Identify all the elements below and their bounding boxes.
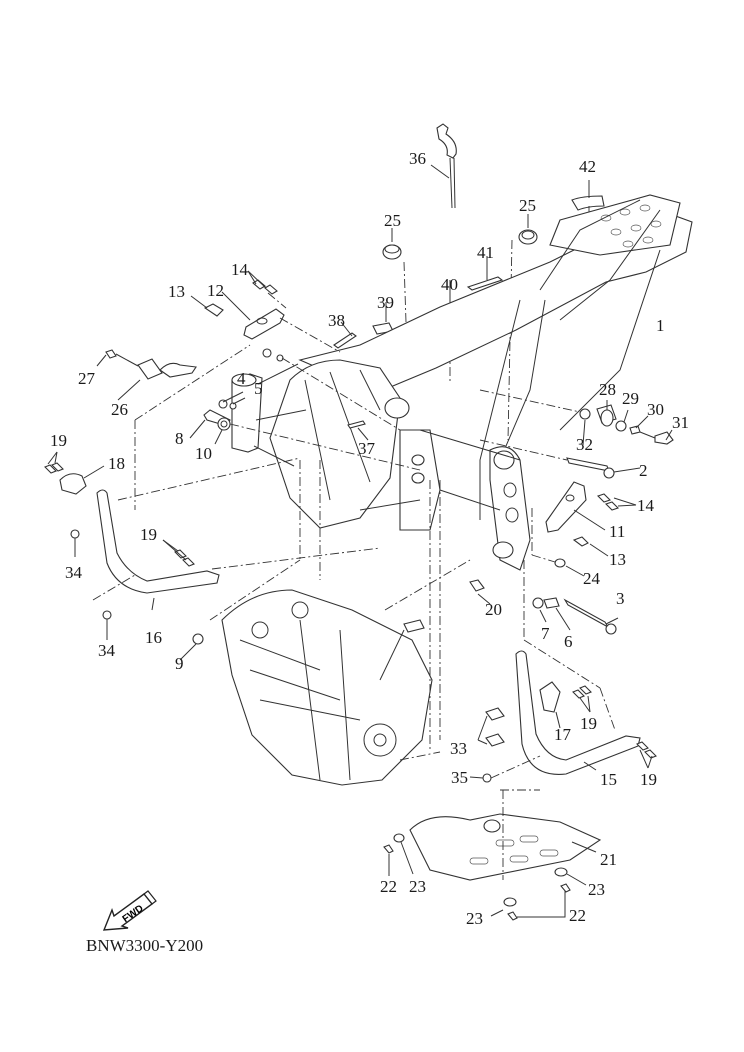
helmet-hook-part <box>96 349 197 401</box>
swingarm-pivot-parts <box>469 560 619 731</box>
callout-27: 27 <box>78 369 95 388</box>
engine-outline <box>179 460 471 786</box>
callout-28: 28 <box>599 380 616 399</box>
upper-left-bracket <box>190 270 341 353</box>
callout-10: 10 <box>195 444 212 463</box>
callout-17: 17 <box>554 725 571 744</box>
callout-19-left: 19 <box>50 431 67 450</box>
grommet-right <box>507 214 538 441</box>
callout-35: 35 <box>451 768 468 787</box>
cable-tie-part <box>430 123 457 209</box>
callout-15: 15 <box>600 770 617 789</box>
right-footrest-bracket <box>531 481 637 577</box>
front-mount-fasteners <box>189 348 421 471</box>
callout-1: 1 <box>656 316 665 335</box>
callout-8: 8 <box>175 429 184 448</box>
callout-34-lower: 34 <box>98 641 115 660</box>
callout-22-left: 22 <box>380 877 397 896</box>
main-frame <box>231 194 693 571</box>
callout-21: 21 <box>600 850 617 869</box>
callout-19-far-right: 19 <box>640 770 657 789</box>
callout-41: 41 <box>477 243 494 262</box>
callout-29: 29 <box>622 389 639 408</box>
callout-18: 18 <box>108 454 125 473</box>
callout-25-right: 25 <box>519 196 536 215</box>
drawing-code: BNW3300-Y200 <box>86 936 204 955</box>
callout-13-upper: 13 <box>168 282 185 301</box>
callout-23-left: 23 <box>409 877 426 896</box>
callout-40: 40 <box>441 275 458 294</box>
callout-38: 38 <box>328 311 345 330</box>
right-guard-bar <box>469 650 657 791</box>
callout-32: 32 <box>576 435 593 454</box>
callout-25-left: 25 <box>384 211 401 230</box>
callout-23-bottom: 23 <box>466 909 483 928</box>
callout-34-upper: 34 <box>65 563 82 582</box>
callout-30: 30 <box>647 400 664 419</box>
forward-direction-arrow-icon: FWD <box>102 890 157 931</box>
callout-23-right: 23 <box>588 880 605 899</box>
callout-12: 12 <box>207 281 224 300</box>
callout-42: 42 <box>579 157 596 176</box>
callout-14-upper: 14 <box>231 260 248 279</box>
callout-14-right: 14 <box>637 496 654 515</box>
callout-19-mid-left: 19 <box>140 525 157 544</box>
callout-11: 11 <box>609 522 626 541</box>
callout-9: 9 <box>175 654 184 673</box>
callout-24: 24 <box>583 569 600 588</box>
callout-39: 39 <box>377 293 394 312</box>
callout-4: 4 <box>237 369 246 388</box>
rear-mount-parts <box>479 389 674 479</box>
callout-22-right: 22 <box>569 906 586 925</box>
callout-33: 33 <box>450 739 467 758</box>
callout-19-right: 19 <box>580 714 597 733</box>
callout-31: 31 <box>672 413 689 432</box>
callout-20: 20 <box>485 600 502 619</box>
callout-2: 2 <box>639 461 648 480</box>
left-guard-bar <box>44 344 381 640</box>
callout-5: 5 <box>254 379 263 398</box>
callout-37: 37 <box>358 439 375 458</box>
pin-37 <box>347 420 369 441</box>
callout-26: 26 <box>111 400 128 419</box>
callout-7: 7 <box>541 624 550 643</box>
callout-3: 3 <box>616 589 625 608</box>
callout-13-right: 13 <box>609 550 626 569</box>
skid-plate <box>383 790 602 921</box>
callout-36: 36 <box>409 149 426 168</box>
callout-6: 6 <box>564 632 573 651</box>
callout-16: 16 <box>145 628 162 647</box>
